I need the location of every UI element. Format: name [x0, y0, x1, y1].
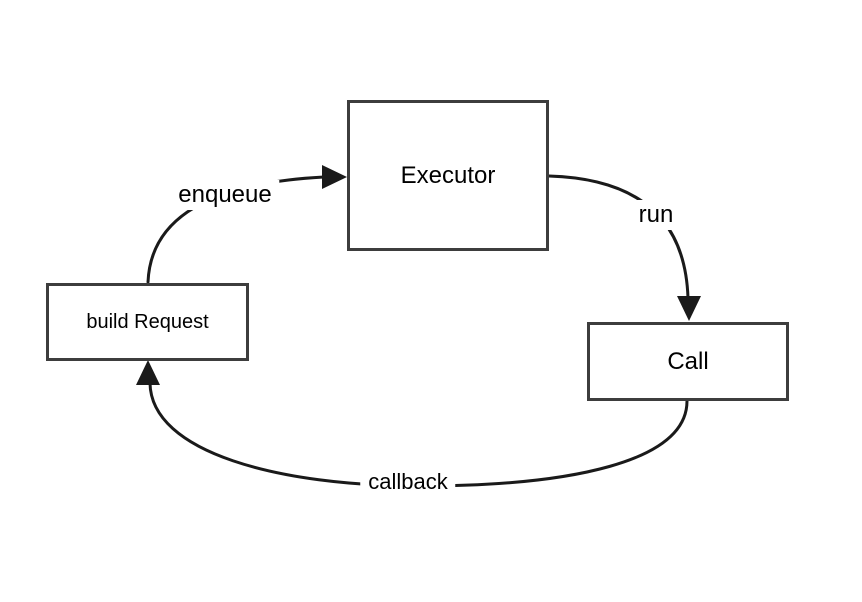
edge-run-arrowhead	[677, 296, 701, 321]
node-call: Call	[587, 322, 789, 401]
edge-callback-arrowhead	[136, 360, 160, 385]
node-call-label: Call	[667, 347, 709, 375]
edge-enqueue-arrowhead	[322, 165, 347, 189]
node-executor: Executor	[347, 100, 549, 251]
edge-label-enqueue: enqueue	[170, 180, 280, 210]
node-executor-label: Executor	[400, 161, 496, 189]
node-build-request: build Request	[46, 283, 249, 361]
node-build-request-label: build Request	[86, 310, 209, 333]
edge-run	[547, 174, 701, 321]
edge-label-callback: callback	[360, 468, 456, 496]
edge-label-run: run	[630, 200, 682, 230]
edge-run-line	[547, 174, 690, 300]
